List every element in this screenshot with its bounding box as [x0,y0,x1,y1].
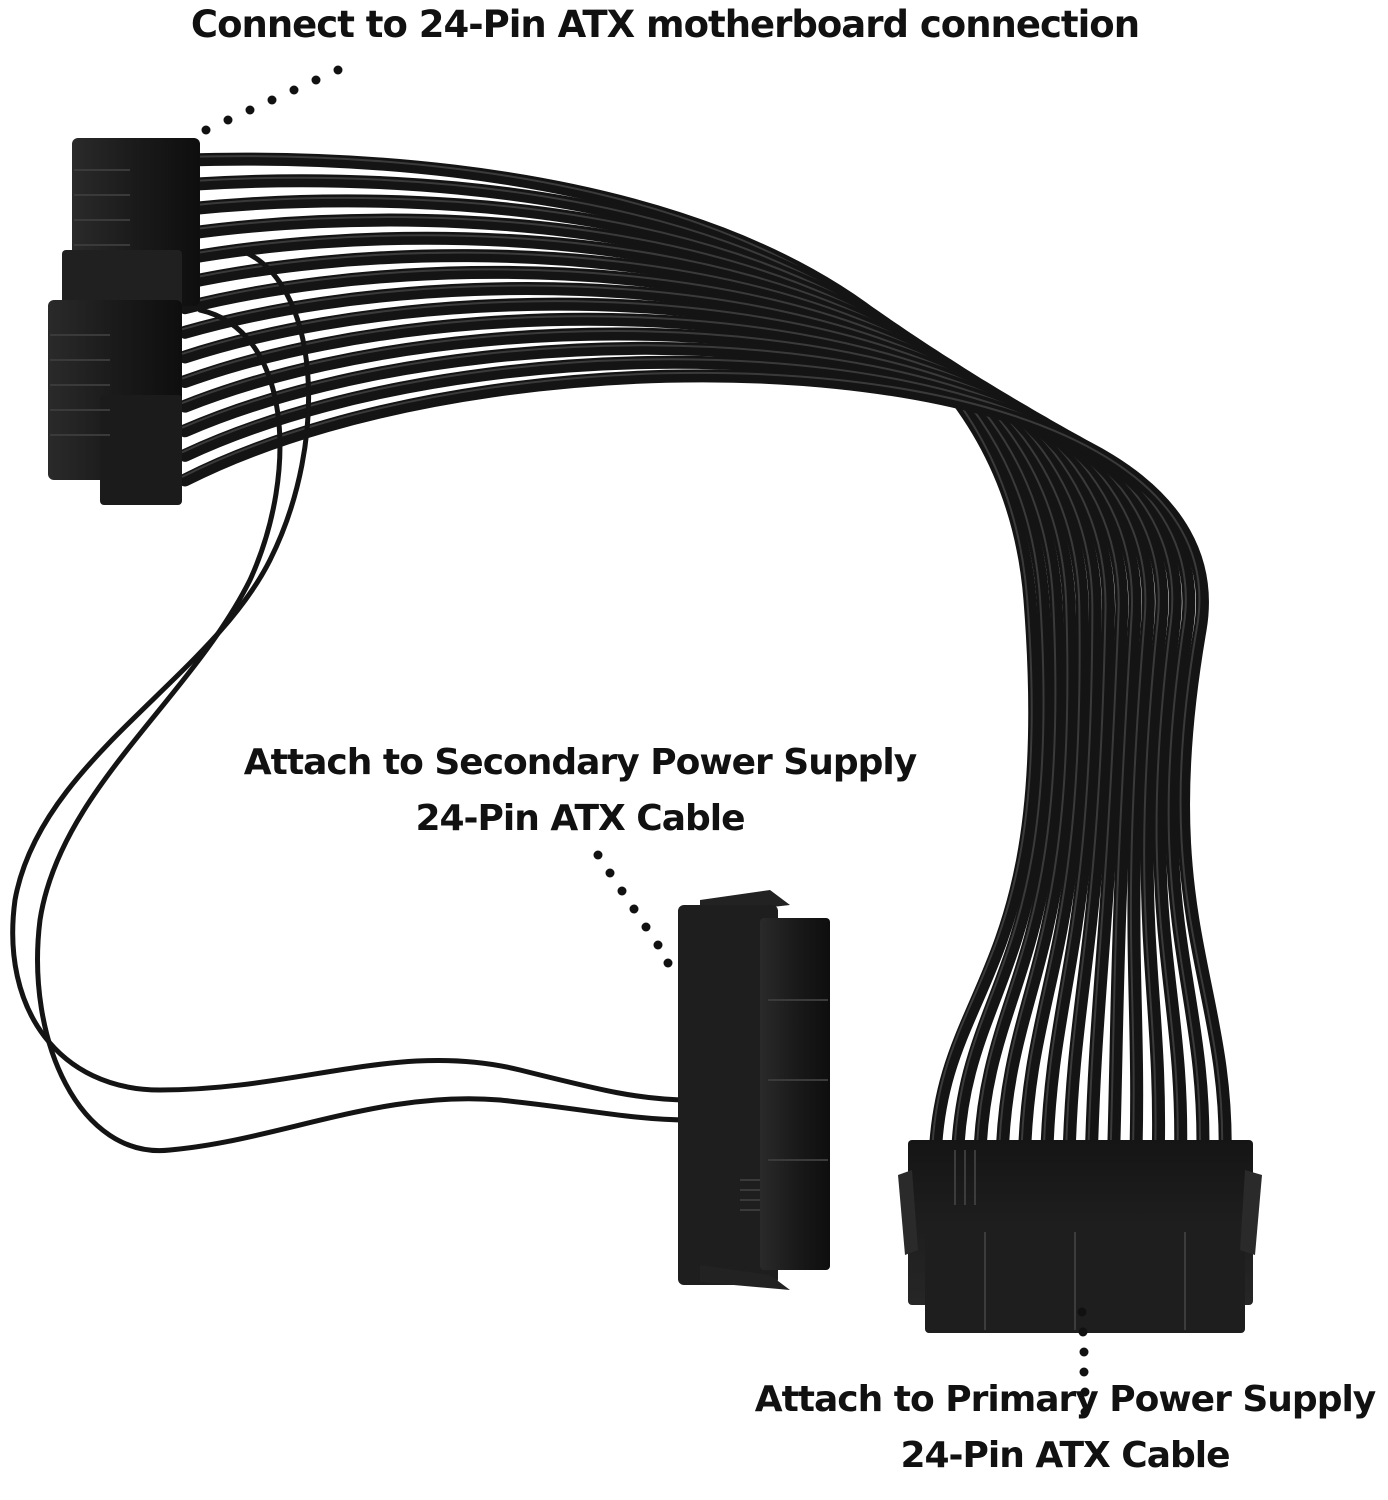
bundle-wire [178,213,1077,1167]
bundle-wire-highlight [181,300,1133,1158]
motherboard-connection-text: Connect to 24-Pin ATX motherboard connec… [190,3,1140,46]
bundle-wire-highlight [181,284,1120,1158]
primary-psu-line1: Attach to Primary Power Supply [754,1379,1377,1420]
secondary-psu-line1: Attach to Secondary Power Supply [243,742,917,783]
bundle-wire-highlight [181,371,1224,1158]
bundle-wire-highlight [181,330,1160,1158]
leader-top [201,65,343,135]
bundle-wire [178,265,1115,1167]
leader-primary [1077,1307,1090,1417]
bundle-wire [178,194,1065,1167]
primary-psu-label: Attach to Primary Power Supply 24-Pin AT… [745,1372,1385,1484]
bundle-wire-highlight [181,315,1147,1158]
secondary-psu-line2: 24-Pin ATX Cable [415,798,745,839]
bundle-wire [178,152,1042,1167]
dotted-leader-lines [201,65,1090,1417]
primary-psu-connector [898,1140,1262,1333]
bundle-wire-highlight [181,234,1081,1158]
motherboard-connector [48,138,200,505]
wire-bundle [178,152,1232,1167]
bundle-wire [178,249,1102,1167]
bundle-wire-highlight [181,251,1094,1158]
bundle-wire-highlight [181,344,1179,1158]
bundle-wire [178,231,1090,1167]
secondary-psu-connector [678,890,830,1290]
motherboard-connection-label: Connect to 24-Pin ATX motherboard connec… [190,2,1140,48]
bundle-wire-highlight [181,155,1033,1158]
leader-secondary [593,850,673,968]
secondary-sense-wires [10,247,693,1154]
bundle-wire-highlight [181,358,1201,1158]
bundle-wire-highlight [181,176,1045,1158]
bundle-wire [178,174,1054,1167]
sense-wire-2 [35,307,693,1154]
bundle-wire-highlight [181,216,1069,1158]
primary-psu-line2: 24-Pin ATX Cable [900,1435,1230,1476]
bundle-wire-highlight [181,197,1057,1158]
sense-wire-1 [10,247,693,1103]
bundle-wire-highlight [181,268,1107,1158]
secondary-psu-label: Attach to Secondary Power Supply 24-Pin … [230,735,930,847]
